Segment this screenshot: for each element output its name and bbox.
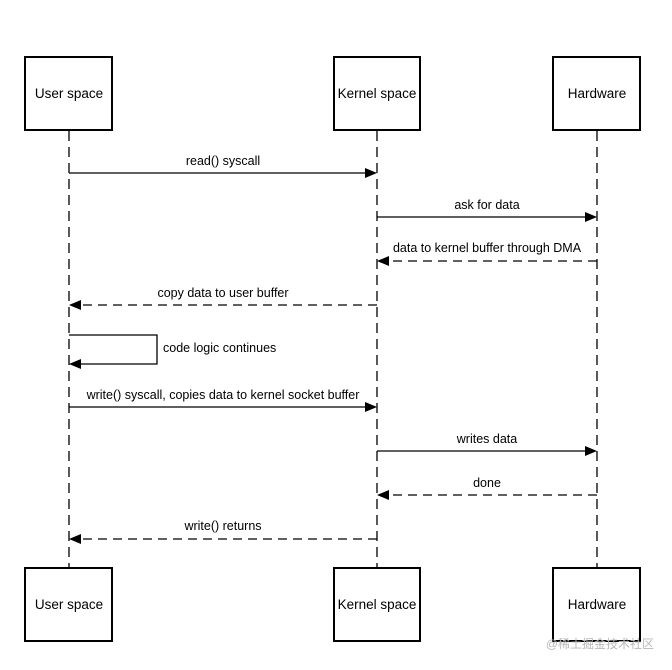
arrowhead-icon: [365, 168, 377, 178]
participant-user-space-bottom: User space: [24, 567, 113, 642]
participant-label: Hardware: [568, 597, 627, 612]
participant-hardware-bottom: Hardware: [552, 567, 641, 642]
message-label: copy data to user buffer: [157, 286, 288, 300]
message-label: code logic continues: [163, 341, 276, 355]
message-copy-data-to-user-buffer: copy data to user buffer: [69, 286, 377, 310]
message-ask-for-data: ask for data: [377, 198, 597, 222]
participant-user-space-top: User space: [24, 56, 113, 131]
message-code-logic-continues: code logic continues: [69, 334, 276, 369]
message-write-returns: write() returns: [69, 519, 377, 544]
message-label: done: [473, 476, 501, 490]
participant-label: User space: [35, 597, 103, 612]
message-writes-data: writes data: [377, 432, 597, 456]
message-label: write() syscall, copies data to kernel s…: [86, 388, 360, 402]
message-write-syscall: write() syscall, copies data to kernel s…: [69, 388, 377, 412]
participant-label: Kernel space: [338, 86, 417, 101]
message-label: ask for data: [454, 198, 519, 212]
arrowhead-icon: [69, 534, 81, 544]
arrowhead-icon: [585, 212, 597, 222]
message-done: done: [377, 476, 597, 500]
message-label: writes data: [456, 432, 517, 446]
message-data-to-kernel-buffer: data to kernel buffer through DMA: [377, 241, 597, 266]
arrowhead-icon: [365, 402, 377, 412]
arrowhead-icon: [69, 300, 81, 310]
arrowhead-icon: [377, 490, 389, 500]
participant-label: Hardware: [568, 86, 627, 101]
participant-kernel-space-top: Kernel space: [333, 56, 421, 131]
participant-kernel-space-bottom: Kernel space: [333, 567, 421, 642]
participant-hardware-top: Hardware: [552, 56, 641, 131]
arrowhead-icon: [585, 446, 597, 456]
participant-label: Kernel space: [338, 597, 417, 612]
participant-label: User space: [35, 86, 103, 101]
message-label: write() returns: [183, 519, 261, 533]
message-label: data to kernel buffer through DMA: [393, 241, 582, 255]
arrowhead-icon: [69, 359, 81, 369]
watermark: @稀土掘金技术社区: [546, 636, 654, 651]
message-read-syscall: read() syscall: [69, 154, 377, 178]
arrowhead-icon: [377, 256, 389, 266]
message-label: read() syscall: [186, 154, 260, 168]
